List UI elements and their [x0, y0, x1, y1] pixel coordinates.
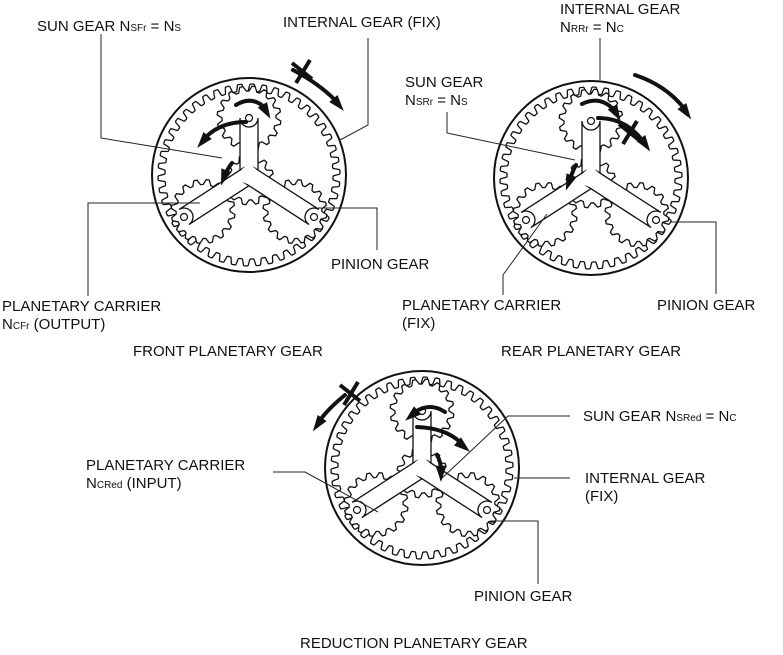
front-title: FRONT PLANETARY GEAR — [133, 343, 323, 360]
rear-title: REAR PLANETARY GEAR — [501, 343, 682, 360]
rear-carrier-arm — [520, 169, 597, 229]
reduction-sun-rotation-arrow-head — [405, 406, 421, 421]
rear-carrier-pin — [651, 215, 661, 225]
rear-pinion-gear-label: PINION GEAR — [657, 297, 756, 314]
front-carrier-arm — [239, 117, 259, 176]
reduction-internal-gear-label: INTERNAL GEAR (FIX) — [585, 470, 706, 505]
rear-internal-arrow-head — [677, 103, 692, 120]
reduction-pinion-arrow-head — [435, 465, 447, 482]
rear-gear-assembly — [493, 80, 689, 276]
front-internal-fixed-mark — [290, 58, 314, 85]
rear-carrier-arrow-head — [636, 135, 651, 152]
front-internal-leader — [339, 38, 369, 141]
rear-carrier-arrow — [596, 116, 644, 142]
reduction-internal-gear-teeth — [330, 376, 514, 560]
rear-carrier-label: PLANETARY CARRIER (FIX) — [402, 297, 562, 332]
rear-sun-rotation-arrow-head — [607, 104, 621, 121]
rear-sun-leader — [446, 112, 576, 161]
front-carrier-pin — [309, 212, 319, 222]
front-internal-gear-label: INTERNAL GEAR (FIX) — [283, 14, 441, 31]
reduction-carrier-arm — [416, 459, 493, 519]
front-pinion-arrow-head — [220, 168, 232, 186]
front-carrier-pin — [244, 113, 254, 123]
front-sun-rotation-arrow-head — [257, 102, 271, 119]
reduction-sun-gear-label: SUN GEAR NSRed = NC — [583, 408, 737, 425]
reduction-internal-gear-ring — [324, 370, 520, 566]
rear-internal-gear-label: INTERNAL GEAR NRRr = NC — [560, 1, 681, 36]
rear-pinion-leader — [670, 221, 717, 294]
reduction-carrier-arrow — [415, 425, 462, 444]
front-sun-leader — [100, 34, 223, 159]
reduction-pinion-leader — [490, 520, 539, 584]
reduction-internal-arrow-head — [312, 415, 327, 432]
rear-carrier-hub — [582, 169, 600, 187]
reduction-carrier-pin — [482, 505, 492, 515]
rear-carrier-fixed-mark — [617, 119, 641, 146]
front-internal-arrow-head — [329, 95, 344, 111]
front-carrier-label: PLANETARY CARRIER NCFr (OUTPUT) — [2, 298, 162, 333]
reduction-title: REDUCTION PLANETARY GEAR — [300, 635, 528, 652]
reduction-pinion-gear-label: PINION GEAR — [474, 588, 573, 605]
rear-carrier-leader — [502, 213, 548, 295]
rear-sun-gear-label: SUN GEAR NSRr = NS — [405, 74, 484, 109]
rear-internal-arrow — [633, 73, 685, 109]
reduction-carrier-arrow-head — [454, 437, 470, 452]
reduction-carrier-leader — [273, 471, 379, 513]
front-internal-arrow — [291, 68, 337, 102]
rear-carrier-pin — [521, 215, 531, 225]
reduction-carrier-arm — [351, 459, 428, 519]
rear-pinion-arrow-head — [565, 173, 577, 191]
front-pinion-leader — [318, 207, 378, 250]
reduction-gear-assembly — [324, 370, 520, 566]
rear-internal-gear-ring — [493, 80, 689, 276]
reduction-internal-arrow — [318, 393, 347, 422]
rear-carrier-arm — [585, 169, 662, 229]
front-carrier-arrow-head — [197, 132, 212, 148]
rear-carrier-arm — [581, 120, 601, 179]
front-carrier-leader — [87, 202, 200, 296]
front-gear-assembly — [151, 77, 347, 273]
front-carrier-arm — [243, 166, 320, 226]
reduction-internal-fixed-mark — [338, 380, 362, 407]
front-carrier-arm — [178, 166, 255, 226]
reduction-sun-leader — [439, 415, 570, 481]
front-carrier-hub — [240, 166, 258, 184]
reduction-carrier-hub — [413, 459, 431, 477]
front-internal-gear-teeth — [157, 83, 341, 267]
rear-internal-gear-teeth — [499, 86, 683, 270]
front-pinion-gear-label: PINION GEAR — [331, 256, 430, 273]
front-internal-gear-ring — [151, 77, 347, 273]
reduction-carrier-pin — [352, 505, 362, 515]
reduction-carrier-label: PLANETARY CARRIER NCRed (INPUT) — [86, 457, 246, 492]
front-carrier-pin — [179, 212, 189, 222]
rear-carrier-pin — [586, 116, 596, 126]
front-sun-gear-label: SUN GEAR NSFr = NS — [37, 18, 182, 35]
